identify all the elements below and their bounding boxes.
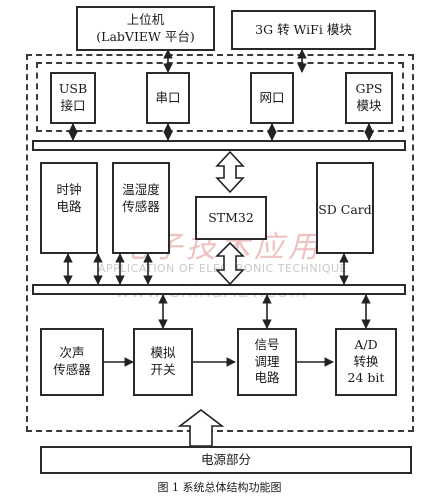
stm32-block: STM32 xyxy=(195,196,267,240)
arrow-power-up xyxy=(177,408,225,447)
signal-conditioning-block: 信号 调理 电路 xyxy=(237,328,297,396)
infrasound-sensor-block: 次声 传感器 xyxy=(40,328,104,396)
interface-group xyxy=(36,62,404,132)
sd-card-block: SD Card xyxy=(316,162,374,254)
adc-block: A/D 转换 24 bit xyxy=(335,328,397,396)
serial-port-block: 串口 xyxy=(146,72,190,124)
host-pc-block: 上位机 (LabVIEW 平台) xyxy=(76,6,215,51)
wifi-module-block: 3G 转 WiFi 模块 xyxy=(231,10,376,50)
arrow-stm32-bus-bottom xyxy=(215,241,245,286)
gps-module-block: GPS 模块 xyxy=(345,72,393,124)
network-port-block: 网口 xyxy=(250,72,294,124)
clock-circuit-block: 时钟 电路 xyxy=(40,162,98,254)
figure-caption: 图 1 系统总体结构功能图 xyxy=(157,481,282,494)
power-block: 电源部分 xyxy=(40,446,412,474)
system-boundary xyxy=(26,54,414,432)
temp-humidity-sensor-block: 温湿度 传感器 xyxy=(112,162,170,254)
usb-port-block: USB 接口 xyxy=(50,72,96,124)
lower-bus xyxy=(32,284,406,295)
watermark-en: APPLICATION OF ELECTRONIC TECHNIQUE xyxy=(98,262,347,275)
arrow-bus-stm32-top xyxy=(215,150,245,194)
upper-bus xyxy=(32,140,406,151)
analog-switch-block: 模拟 开关 xyxy=(133,328,193,396)
